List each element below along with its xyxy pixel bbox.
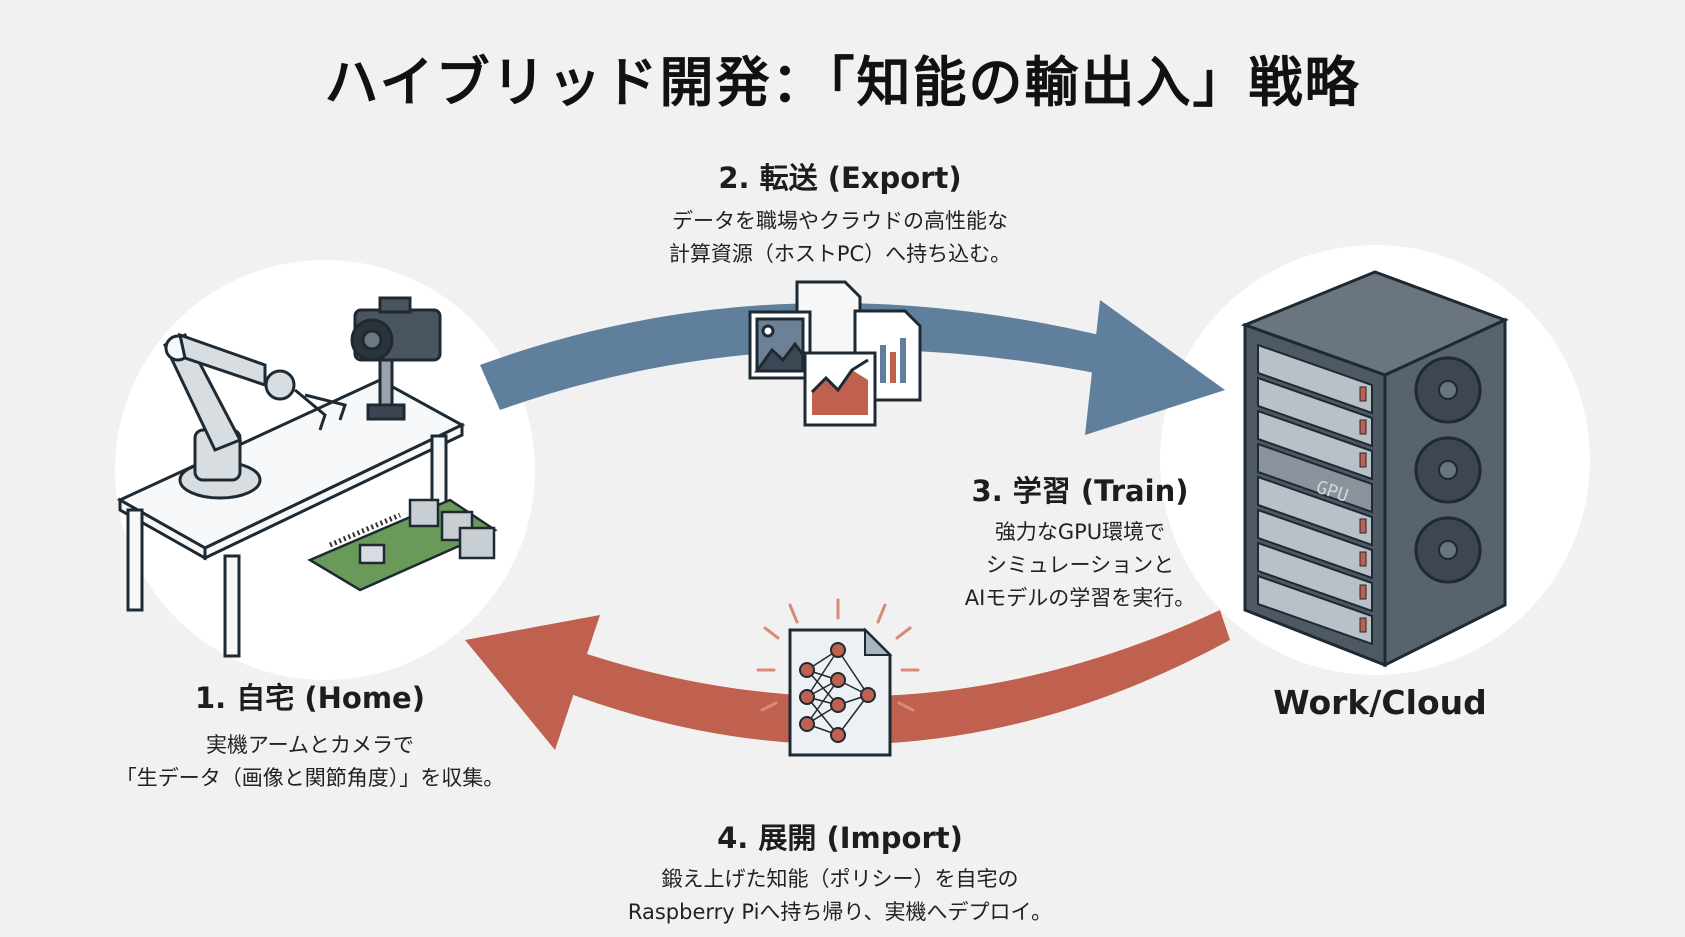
step-train-desc-line: シミュレーションと: [985, 553, 1175, 577]
step-train-desc-line: 強力なGPU環境で: [994, 520, 1166, 544]
neural-network-file-icon: [756, 598, 920, 757]
step-import-title: 4. 展開 (Import): [717, 821, 963, 855]
step-import-desc-line: Raspberry Piへ持ち帰り、実機へデプロイ。: [627, 900, 1053, 924]
server-led: [1359, 551, 1367, 567]
server-led: [1359, 584, 1367, 600]
server-rack-icon: [1240, 270, 1509, 668]
page-title: ハイブリッド開発：「知能の輸出入」戦略: [324, 51, 1361, 114]
step-train: 3. 学習 (Train) 強力なGPU環境で シミュレーションと AIモデルの…: [930, 468, 1230, 615]
export-arrow: [480, 300, 1225, 435]
fan-hub: [1438, 380, 1458, 400]
server-slot: [1257, 409, 1373, 481]
step-home-desc-line: 「生データ（画像と関節角度）」を収集。: [115, 766, 505, 790]
server-label: Work/Cloud: [1273, 683, 1487, 722]
step-home-desc-line: 実機アームとカメラで: [205, 733, 415, 757]
step-home: 1. 自宅 (Home) 実機アームとカメラで 「生データ（画像と関節角度）」を…: [90, 675, 530, 795]
server-led: [1359, 452, 1367, 468]
server-led: [1359, 617, 1367, 633]
server-slot: [1257, 376, 1373, 448]
server-slot: [1257, 442, 1373, 514]
step-export-desc-line: データを職場やクラウドの高性能な: [672, 209, 1008, 233]
step-home-title: 1. 自宅 (Home): [195, 681, 425, 715]
step-export: 2. 転送 (Export) データを職場やクラウドの高性能な 計算資源（ホスト…: [600, 155, 1080, 271]
raspberry-pi-icon: [307, 498, 498, 592]
step-export-desc-line: 計算資源（ホストPC）へ持ち込む。: [668, 242, 1012, 266]
step-export-title: 2. 転送 (Export): [718, 161, 962, 195]
server-led: [1359, 518, 1367, 534]
robot-arm-icon: [163, 332, 347, 500]
server-led: [1359, 386, 1367, 402]
camera-icon: [350, 296, 442, 421]
server-slot: [1257, 475, 1373, 547]
fan-hub: [1438, 540, 1458, 560]
server-slot: [1257, 508, 1373, 580]
fan-hub: [1438, 460, 1458, 480]
server-led: [1359, 419, 1367, 435]
import-arrow: [465, 610, 1230, 750]
step-train-desc-line: AIモデルの学習を実行。: [964, 586, 1196, 610]
step-train-title: 3. 学習 (Train): [971, 474, 1189, 508]
step-import: 4. 展開 (Import) 鍛え上げた知能（ポリシー）を自宅の Raspber…: [560, 815, 1120, 929]
data-files-icon: [748, 280, 922, 427]
step-import-desc-line: 鍛え上げた知能（ポリシー）を自宅の: [661, 867, 1019, 891]
server-slot: [1257, 574, 1373, 646]
server-slot: [1257, 343, 1373, 415]
table-icon: [116, 378, 466, 658]
server-slot: [1257, 541, 1373, 613]
